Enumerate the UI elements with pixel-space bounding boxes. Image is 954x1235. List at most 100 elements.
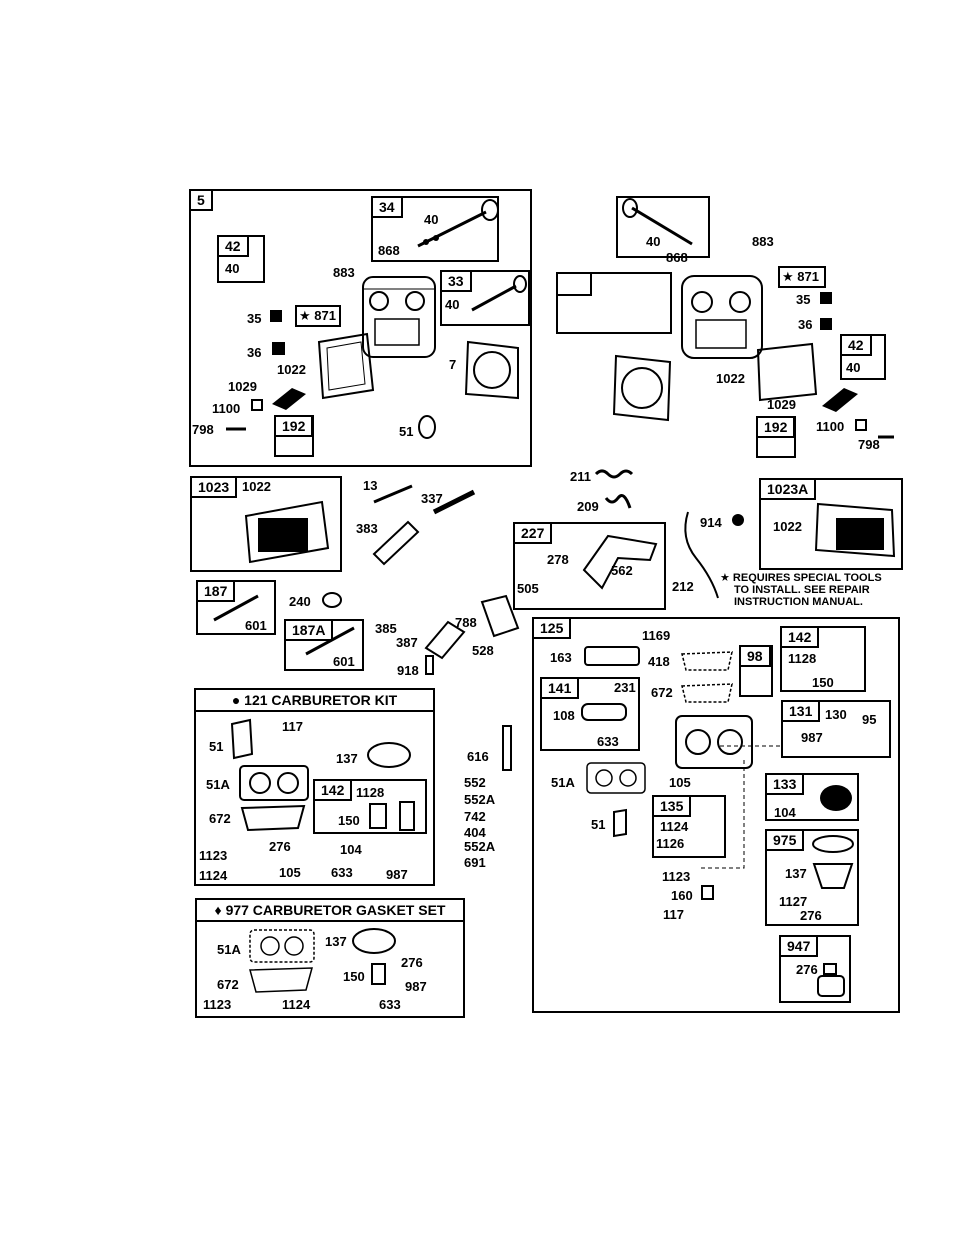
label-788: 788 xyxy=(455,615,477,630)
carburetor-kit-box: ● 121 CARBURETOR KIT xyxy=(194,688,435,886)
label-95: 95 xyxy=(862,712,877,727)
label-798-left: 798 xyxy=(192,422,214,437)
label-40-left-42: 40 xyxy=(225,261,240,276)
label-40-left-33: 40 xyxy=(445,297,460,312)
gasket-672-kit-icon xyxy=(240,804,306,832)
label-108: 108 xyxy=(553,708,575,723)
valve-icon-right xyxy=(622,198,693,246)
sub-box-975-tag: 975 xyxy=(767,831,805,851)
box-187: 187 xyxy=(196,580,276,635)
tube-187A-icon xyxy=(305,626,355,656)
breather-383-icon xyxy=(372,520,420,566)
note-line-1: ★ REQUIRES SPECIAL TOOLS xyxy=(720,572,882,584)
label-13: 13 xyxy=(363,478,378,493)
valve-icon-left-33 xyxy=(471,275,527,312)
sub-box-133: 133 xyxy=(765,773,859,821)
label-1022-box-1023: 1022 xyxy=(242,479,271,494)
sub-box-142-125-tag: 142 xyxy=(782,628,820,648)
label-276-975: 276 xyxy=(800,908,822,923)
sub-box-947-tag: 947 xyxy=(781,937,819,957)
sub-box-975: 975 xyxy=(765,829,859,926)
gasket-icon-right-left xyxy=(612,354,672,422)
gasket-163-icon xyxy=(584,646,640,666)
label-231: 231 xyxy=(614,680,636,695)
gasket-672-125-icon xyxy=(681,683,733,703)
label-130: 130 xyxy=(825,707,847,722)
gasket-51A-set-icon xyxy=(249,929,315,963)
label-211: 211 xyxy=(570,469,591,484)
box-227: 227 xyxy=(513,522,666,610)
label-871-left: ★ 871 xyxy=(299,308,336,323)
float-108-icon xyxy=(581,703,627,721)
box-187-tag: 187 xyxy=(198,582,236,602)
spring-209-icon xyxy=(604,494,632,509)
label-404: 404 xyxy=(464,825,486,840)
carburetor-kit-title-text: 121 CARBURETOR KIT xyxy=(244,692,398,708)
label-160: 160 xyxy=(671,888,693,903)
sub-box-142-kit-tag: 142 xyxy=(315,781,353,801)
label-40-right: 40 xyxy=(646,234,661,249)
label-51-125: 51 xyxy=(591,817,606,832)
o-ring-137-set-icon xyxy=(352,928,396,954)
sub-box-34-tag: 34 xyxy=(373,198,403,218)
sub-box-192-right: 192 xyxy=(756,416,796,458)
blank-legend-tag xyxy=(556,272,592,296)
label-868-right: 868 xyxy=(666,250,688,265)
box-227-tag: 227 xyxy=(515,524,553,544)
nut-icon-left-1100 xyxy=(251,399,263,411)
sub-box-42-right: 42 xyxy=(840,334,886,380)
valve-cover-icon-left xyxy=(244,500,330,564)
label-104-133: 104 xyxy=(774,805,796,820)
label-505: 505 xyxy=(517,581,539,596)
label-883-left: 883 xyxy=(333,265,355,280)
gasket-set-title: ♦ 977 CARBURETOR GASKET SET xyxy=(197,900,463,922)
label-918: 918 xyxy=(397,663,419,678)
label-562: 562 xyxy=(611,563,633,578)
label-601-187: 601 xyxy=(245,618,267,633)
gasket-51-125-icon xyxy=(613,808,627,838)
box-5-tag: 5 xyxy=(191,191,213,211)
special-tools-note: ★ REQUIRES SPECIAL TOOLS TO INSTALL. SEE… xyxy=(720,572,882,608)
carburetor-body-icon xyxy=(675,715,753,769)
label-1022-box-1023A: 1022 xyxy=(773,519,802,534)
spark-plug-icon xyxy=(432,489,476,515)
spring-211-icon xyxy=(594,469,634,479)
label-418: 418 xyxy=(648,654,670,669)
label-35-left: 35 xyxy=(247,311,262,326)
label-212: 212 xyxy=(672,579,694,594)
label-1124-set: 1124 xyxy=(282,997,311,1012)
label-1100-left: 1100 xyxy=(212,401,241,416)
label-7: 7 xyxy=(449,357,457,372)
label-117-kit: 117 xyxy=(282,719,303,734)
label-552A: 552A xyxy=(464,792,496,807)
label-633-141: 633 xyxy=(597,734,619,749)
tube-187-icon xyxy=(213,594,259,622)
box-125: 125 xyxy=(532,617,900,1013)
label-1123-set: 1123 xyxy=(203,997,232,1012)
label-240: 240 xyxy=(289,594,311,609)
bolt-icon-right-798 xyxy=(878,435,894,439)
box-5: 5 xyxy=(189,189,532,467)
gasket-7-icon xyxy=(464,340,519,400)
label-276-947: 276 xyxy=(796,962,818,977)
special-tool-box-871-left xyxy=(295,305,341,327)
label-1123-kit: 1123 xyxy=(199,848,228,863)
label-883-right: 883 xyxy=(752,234,774,249)
note-line-2: TO INSTALL. SEE REPAIR xyxy=(734,584,870,596)
label-105-kit: 105 xyxy=(279,865,301,880)
cap-240-icon xyxy=(322,592,342,608)
sub-box-135-tag: 135 xyxy=(654,797,692,817)
sub-box-98: 98 xyxy=(739,645,773,697)
spring-icon-right-36 xyxy=(820,318,832,330)
sub-box-42-left-tag: 42 xyxy=(219,237,249,257)
label-1022-left: 1022 xyxy=(277,362,306,377)
governor-link-212-icon xyxy=(684,511,719,599)
label-552: 552 xyxy=(464,775,486,790)
rocker-icon-left xyxy=(272,388,306,410)
valve-icon-left-34 xyxy=(417,199,499,248)
label-51-kit: 51 xyxy=(209,739,224,754)
head-gasket-icon-right xyxy=(756,342,818,402)
note-line-3: INSTRUCTION MANUAL. xyxy=(734,596,863,608)
box-1023: 1023 xyxy=(190,476,342,572)
label-51A-125: 51A xyxy=(551,775,575,790)
